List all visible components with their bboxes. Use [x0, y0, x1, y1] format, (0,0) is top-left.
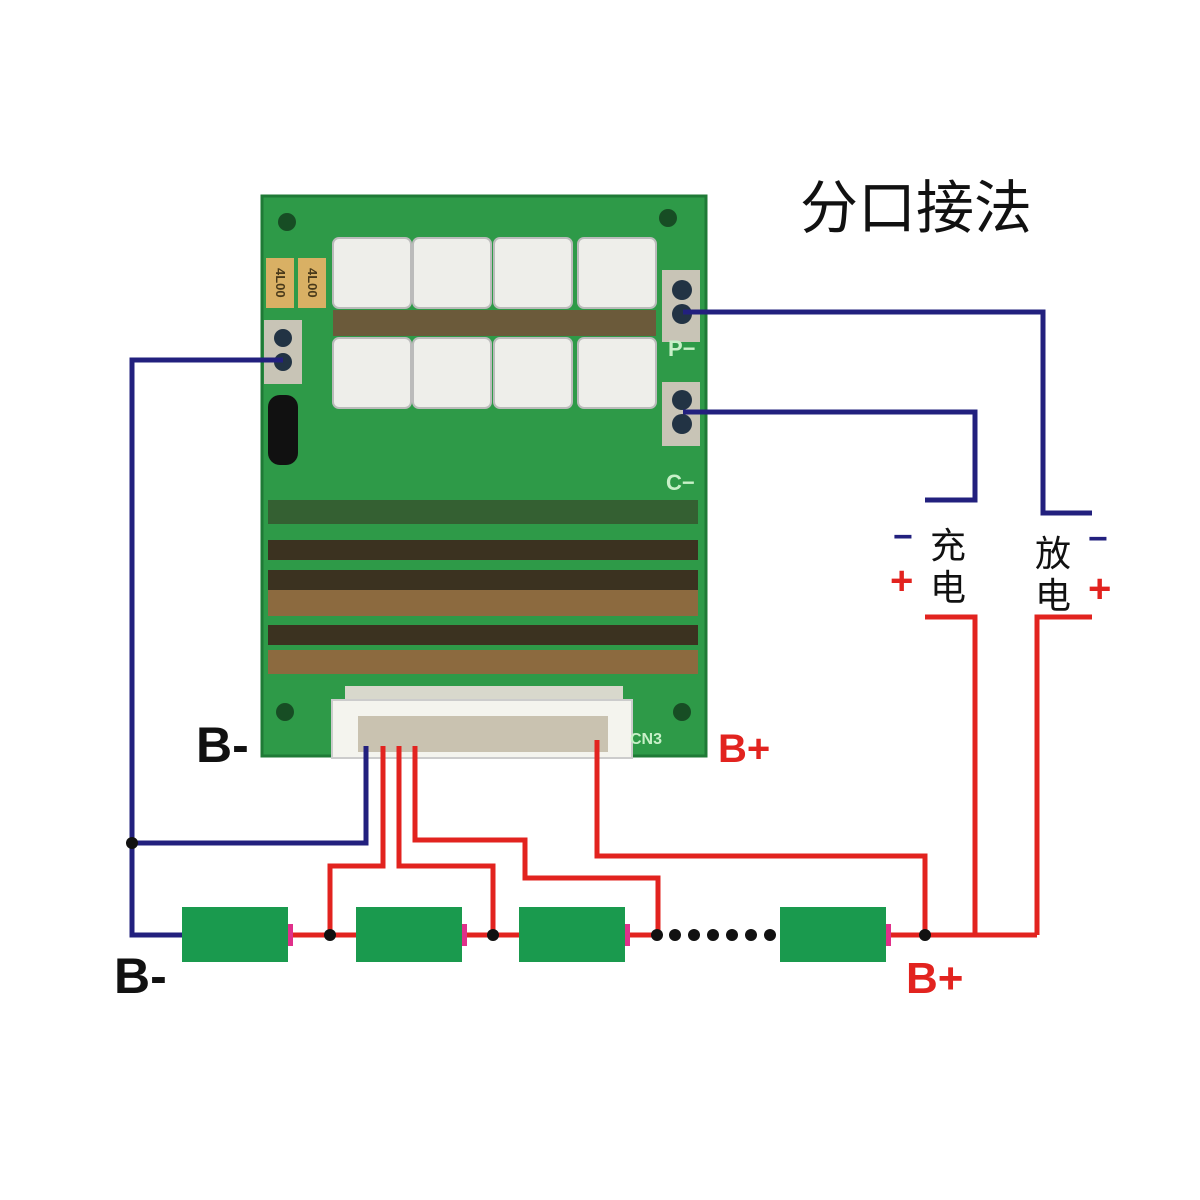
b-minus-board-label: B-: [196, 717, 249, 773]
b-plus-pack-label: B+: [906, 954, 963, 1003]
charge-minus-wire: [683, 409, 978, 503]
discharge-plus-wire: [1034, 614, 1092, 935]
mosfet-array: [332, 237, 657, 409]
battery-cell: [780, 907, 886, 962]
fuse-label-2: 4L00: [305, 268, 320, 298]
charge-plus-wire: [925, 614, 978, 935]
junction-dot: [126, 837, 138, 849]
discharge-minus-sign: −: [1088, 520, 1108, 558]
b-minus-pack-label: B-: [114, 948, 167, 1004]
charge-label-2: 电: [930, 568, 966, 609]
charge-minus-sign: −: [893, 518, 913, 556]
ic-blob: [268, 395, 298, 465]
sense-wire-1: [327, 746, 386, 935]
battery-cell: [356, 907, 462, 962]
sense-minus-wire: [132, 746, 369, 846]
b-minus-wire: [129, 357, 283, 938]
discharge-label-1: 放: [1035, 534, 1071, 575]
diagram-title: 分口接法: [800, 174, 1032, 242]
discharge-minus-wire: [683, 309, 1092, 516]
bms-board: [260, 194, 708, 759]
sense-wire-3: [412, 746, 661, 935]
fuse-label-1: 4L00: [273, 268, 288, 298]
connector-label: CN3: [630, 731, 662, 748]
fuse: [298, 258, 326, 308]
c-minus-label: C−: [666, 470, 695, 495]
sense-wire-2: [396, 746, 496, 935]
discharge-plus-sign: +: [1088, 567, 1111, 611]
discharge-label-2: 电: [1035, 576, 1071, 617]
b-plus-board-label: B+: [718, 727, 770, 771]
battery-cells: [182, 907, 891, 962]
battery-cell: [182, 907, 288, 962]
charge-plus-sign: +: [890, 559, 913, 603]
battery-cell: [519, 907, 625, 962]
charge-label-1: 充: [930, 526, 966, 567]
fuse: [266, 258, 294, 308]
positive-wires: [290, 614, 1092, 938]
p-minus-label: P−: [668, 336, 696, 361]
negative-wires: [129, 309, 1092, 938]
sense-wire-top: [594, 740, 928, 935]
series-dots: [324, 929, 931, 941]
